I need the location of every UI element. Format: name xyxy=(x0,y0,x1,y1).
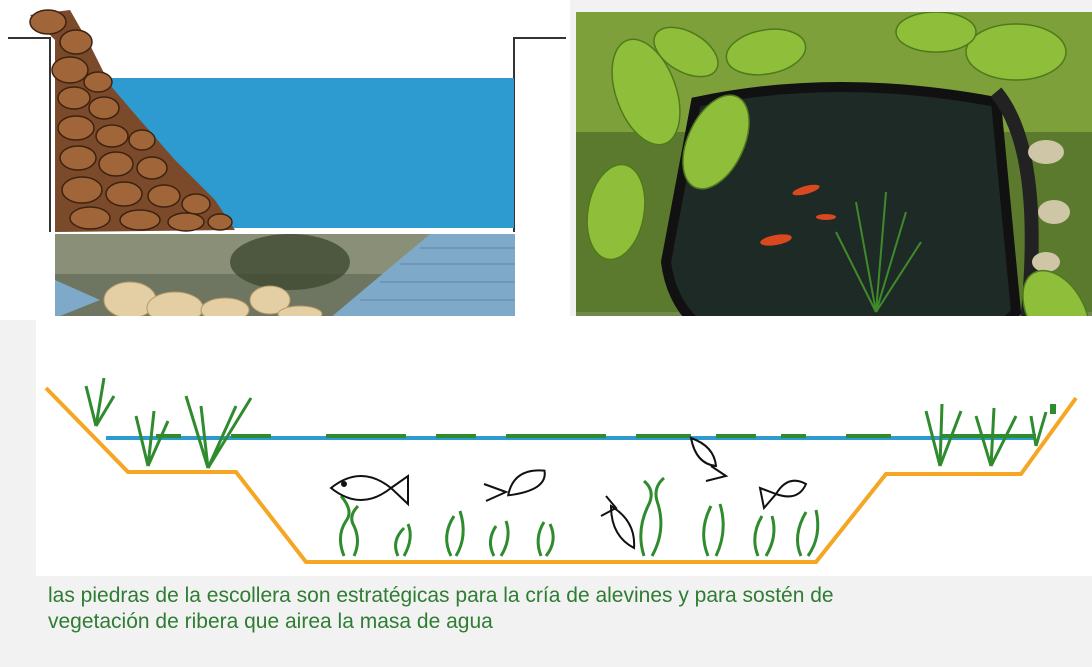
submerged-plant-icon xyxy=(339,476,820,557)
reed-plant-icon xyxy=(84,377,1048,469)
rock-bank-cross-section xyxy=(0,0,570,320)
caption: las piedras de la escollera son estratég… xyxy=(48,583,1048,635)
caption-line-2: vegetación de ribera que airea la masa d… xyxy=(48,610,493,633)
fish-icon xyxy=(329,436,808,550)
pond-photo-strip xyxy=(55,234,515,320)
pond-bank-profile xyxy=(44,386,1078,564)
rock-pile-icon xyxy=(29,9,235,232)
caption-line-1: las piedras de la escollera son estratég… xyxy=(48,584,834,607)
pond-profile-sketch xyxy=(36,316,1092,576)
